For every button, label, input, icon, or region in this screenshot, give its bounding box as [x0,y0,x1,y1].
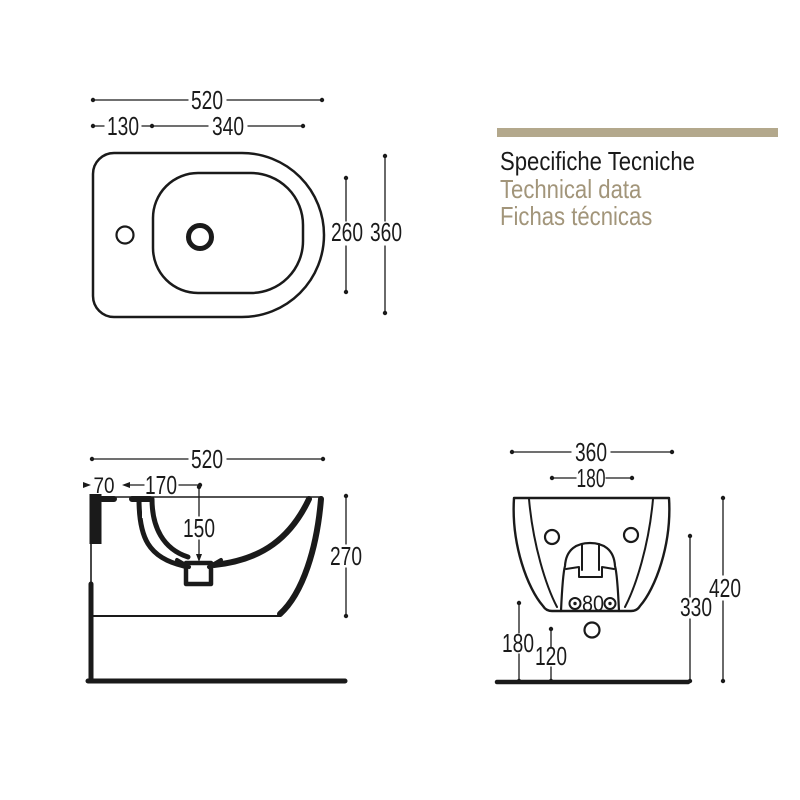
technical-data-header: Specifiche Tecniche Technical data Ficha… [497,128,778,231]
dim-side-drain-depth: 150 [183,513,215,543]
basin-left-wall-outer [136,496,187,569]
bidet-top-outline [91,151,326,319]
bolt-hole-right [603,597,617,610]
dim-rear-overall-width: 360 [575,437,607,467]
bolt-hole-left [568,597,582,610]
dim-rear-drain-height: 120 [535,641,567,671]
title-italian: Specifiche Tecniche [500,146,695,176]
rear-view: 80 360 180 420 330 180 120 [494,437,741,685]
dim-arrow-right [122,482,130,488]
dim-top-basin-width: 340 [212,111,244,141]
title-spanish: Fichas técnicas [500,201,653,231]
tap-hole [115,225,135,245]
title-english: Technical data [500,173,642,204]
accent-bar [497,128,778,137]
drain-outlet [583,621,601,639]
mounting-hole-left [543,528,561,546]
dim-top-basin-depth: 260 [331,217,363,247]
dim-top-overall-depth: 360 [370,217,402,247]
dim-top-overall-width: 520 [191,85,223,115]
rear-inner-edges [528,498,654,608]
drain-trap-box [183,560,214,587]
basin-right-wall [211,496,312,568]
drain-arch [559,541,621,613]
dim-rear-bolt-height: 180 [502,628,534,658]
dim-side-body-height: 270 [330,541,362,571]
drain-shelf [565,566,615,578]
dim-side-wall-gap: 70 [94,473,115,498]
drain-pipe [581,543,600,571]
dim-rear-base-width: 180 [577,463,606,493]
dim-rear-bolt-spacing: 80 [582,591,604,616]
drain-hole [186,223,214,251]
basin-left-wall-inner [149,496,191,560]
dim-arrow-left [83,482,91,488]
dim-rear-holes-height: 330 [680,592,712,622]
dim-side-rim-to-drain: 170 [145,470,177,500]
dim-side-overall-length: 520 [191,444,223,474]
mounting-hole-right [622,526,640,544]
side-view: 520 70 170 150 270 [83,444,362,684]
wall-bracket [89,494,102,544]
dim-line-top-260-360 [345,155,386,314]
rear-outline [512,496,671,613]
wall-highlight [142,503,148,518]
back-outer-wall [277,496,324,617]
dim-rear-overall-height: 420 [709,573,741,603]
top-view: 520 130 340 260 360 [90,85,402,319]
dim-top-tap-offset: 130 [107,111,139,141]
title-block: Specifiche Tecniche Technical data Ficha… [500,146,736,231]
basin-rim-outline [151,171,305,295]
